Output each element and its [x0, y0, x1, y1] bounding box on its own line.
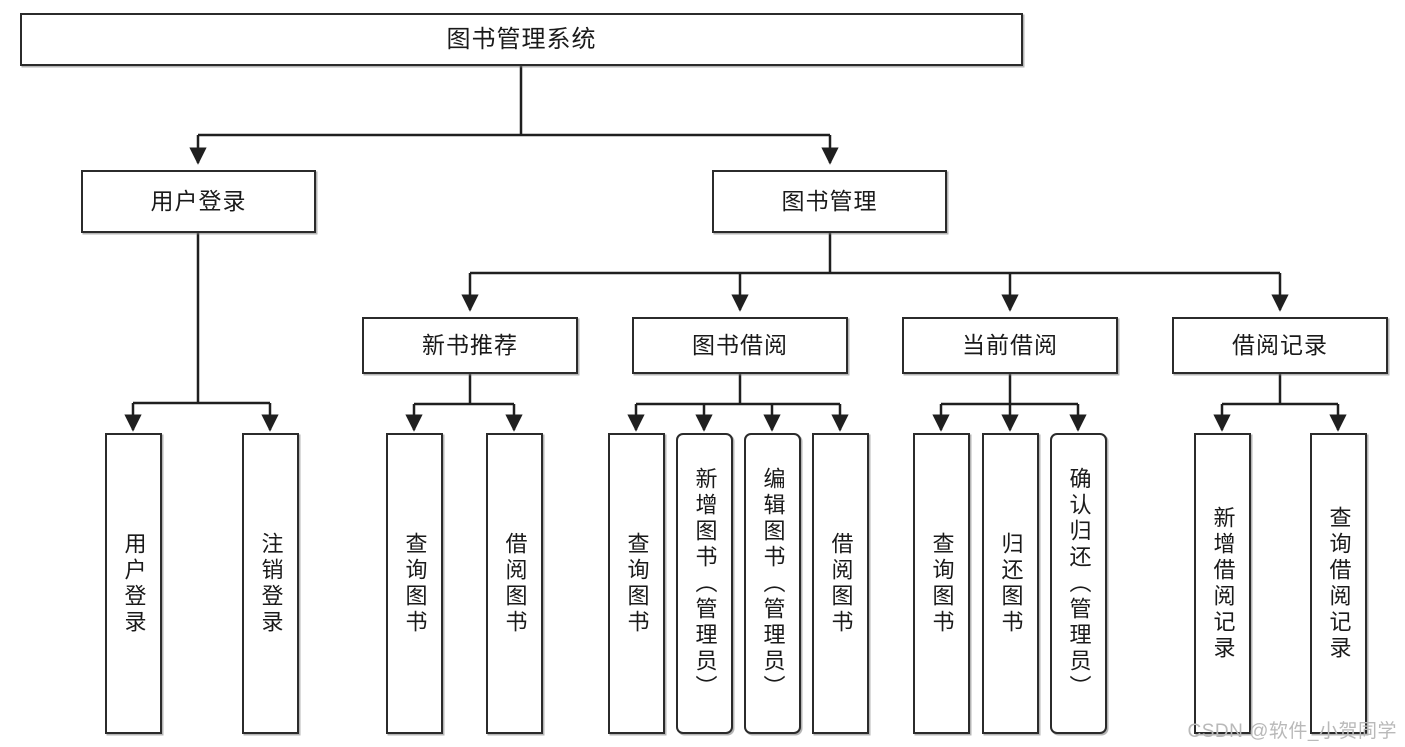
node-label: 用户登录 [150, 188, 247, 215]
node-label: 编辑图书（管理员） [760, 466, 786, 701]
node-user-login[interactable]: 用户登录 [81, 170, 316, 233]
leaf-add-book-admin[interactable]: 新增图书（管理员） [676, 433, 733, 734]
node-book-borrow[interactable]: 图书借阅 [632, 317, 848, 374]
leaf-confirm-return-admin[interactable]: 确认归还（管理员） [1050, 433, 1107, 734]
node-label: 确认归还（管理员） [1066, 466, 1092, 701]
node-label: 新增借阅记录 [1210, 505, 1236, 662]
node-label: 用户登录 [121, 531, 147, 636]
node-label: 查询图书 [929, 531, 955, 636]
node-label: 新增图书（管理员） [692, 466, 718, 701]
node-root-system[interactable]: 图书管理系统 [20, 13, 1023, 66]
node-label: 图书管理 [781, 188, 878, 215]
node-label: 归还图书 [998, 531, 1024, 636]
leaf-add-borrow-record[interactable]: 新增借阅记录 [1194, 433, 1251, 734]
node-label: 查询图书 [402, 531, 428, 636]
node-label: 注销登录 [258, 531, 284, 636]
leaf-query-book-borrow[interactable]: 查询图书 [608, 433, 665, 734]
csdn-watermark: CSDN @软件_小贺同学 [1187, 721, 1397, 742]
leaf-query-borrow-record[interactable]: 查询借阅记录 [1310, 433, 1367, 734]
leaf-user-login[interactable]: 用户登录 [105, 433, 162, 734]
node-borrow-record[interactable]: 借阅记录 [1172, 317, 1388, 374]
leaf-logout[interactable]: 注销登录 [242, 433, 299, 734]
node-label: 当前借阅 [962, 332, 1058, 359]
node-current-borrow[interactable]: 当前借阅 [902, 317, 1118, 374]
leaf-borrow-book[interactable]: 借阅图书 [812, 433, 869, 734]
leaf-query-book-newbook[interactable]: 查询图书 [386, 433, 443, 734]
leaf-return-book[interactable]: 归还图书 [982, 433, 1039, 734]
leaf-edit-book-admin[interactable]: 编辑图书（管理员） [744, 433, 801, 734]
node-label: 借阅图书 [828, 531, 854, 636]
node-label: 借阅图书 [502, 531, 528, 636]
node-label: 查询图书 [624, 531, 650, 636]
node-label: 借阅记录 [1232, 332, 1328, 359]
node-label: 图书管理系统 [446, 25, 597, 53]
node-label: 图书借阅 [692, 332, 788, 359]
node-label: 新书推荐 [422, 332, 518, 359]
node-new-book-recommend[interactable]: 新书推荐 [362, 317, 578, 374]
leaf-borrow-book-newbook[interactable]: 借阅图书 [486, 433, 543, 734]
node-label: 查询借阅记录 [1326, 505, 1352, 662]
node-book-management[interactable]: 图书管理 [712, 170, 947, 233]
leaf-query-book-current[interactable]: 查询图书 [913, 433, 970, 734]
